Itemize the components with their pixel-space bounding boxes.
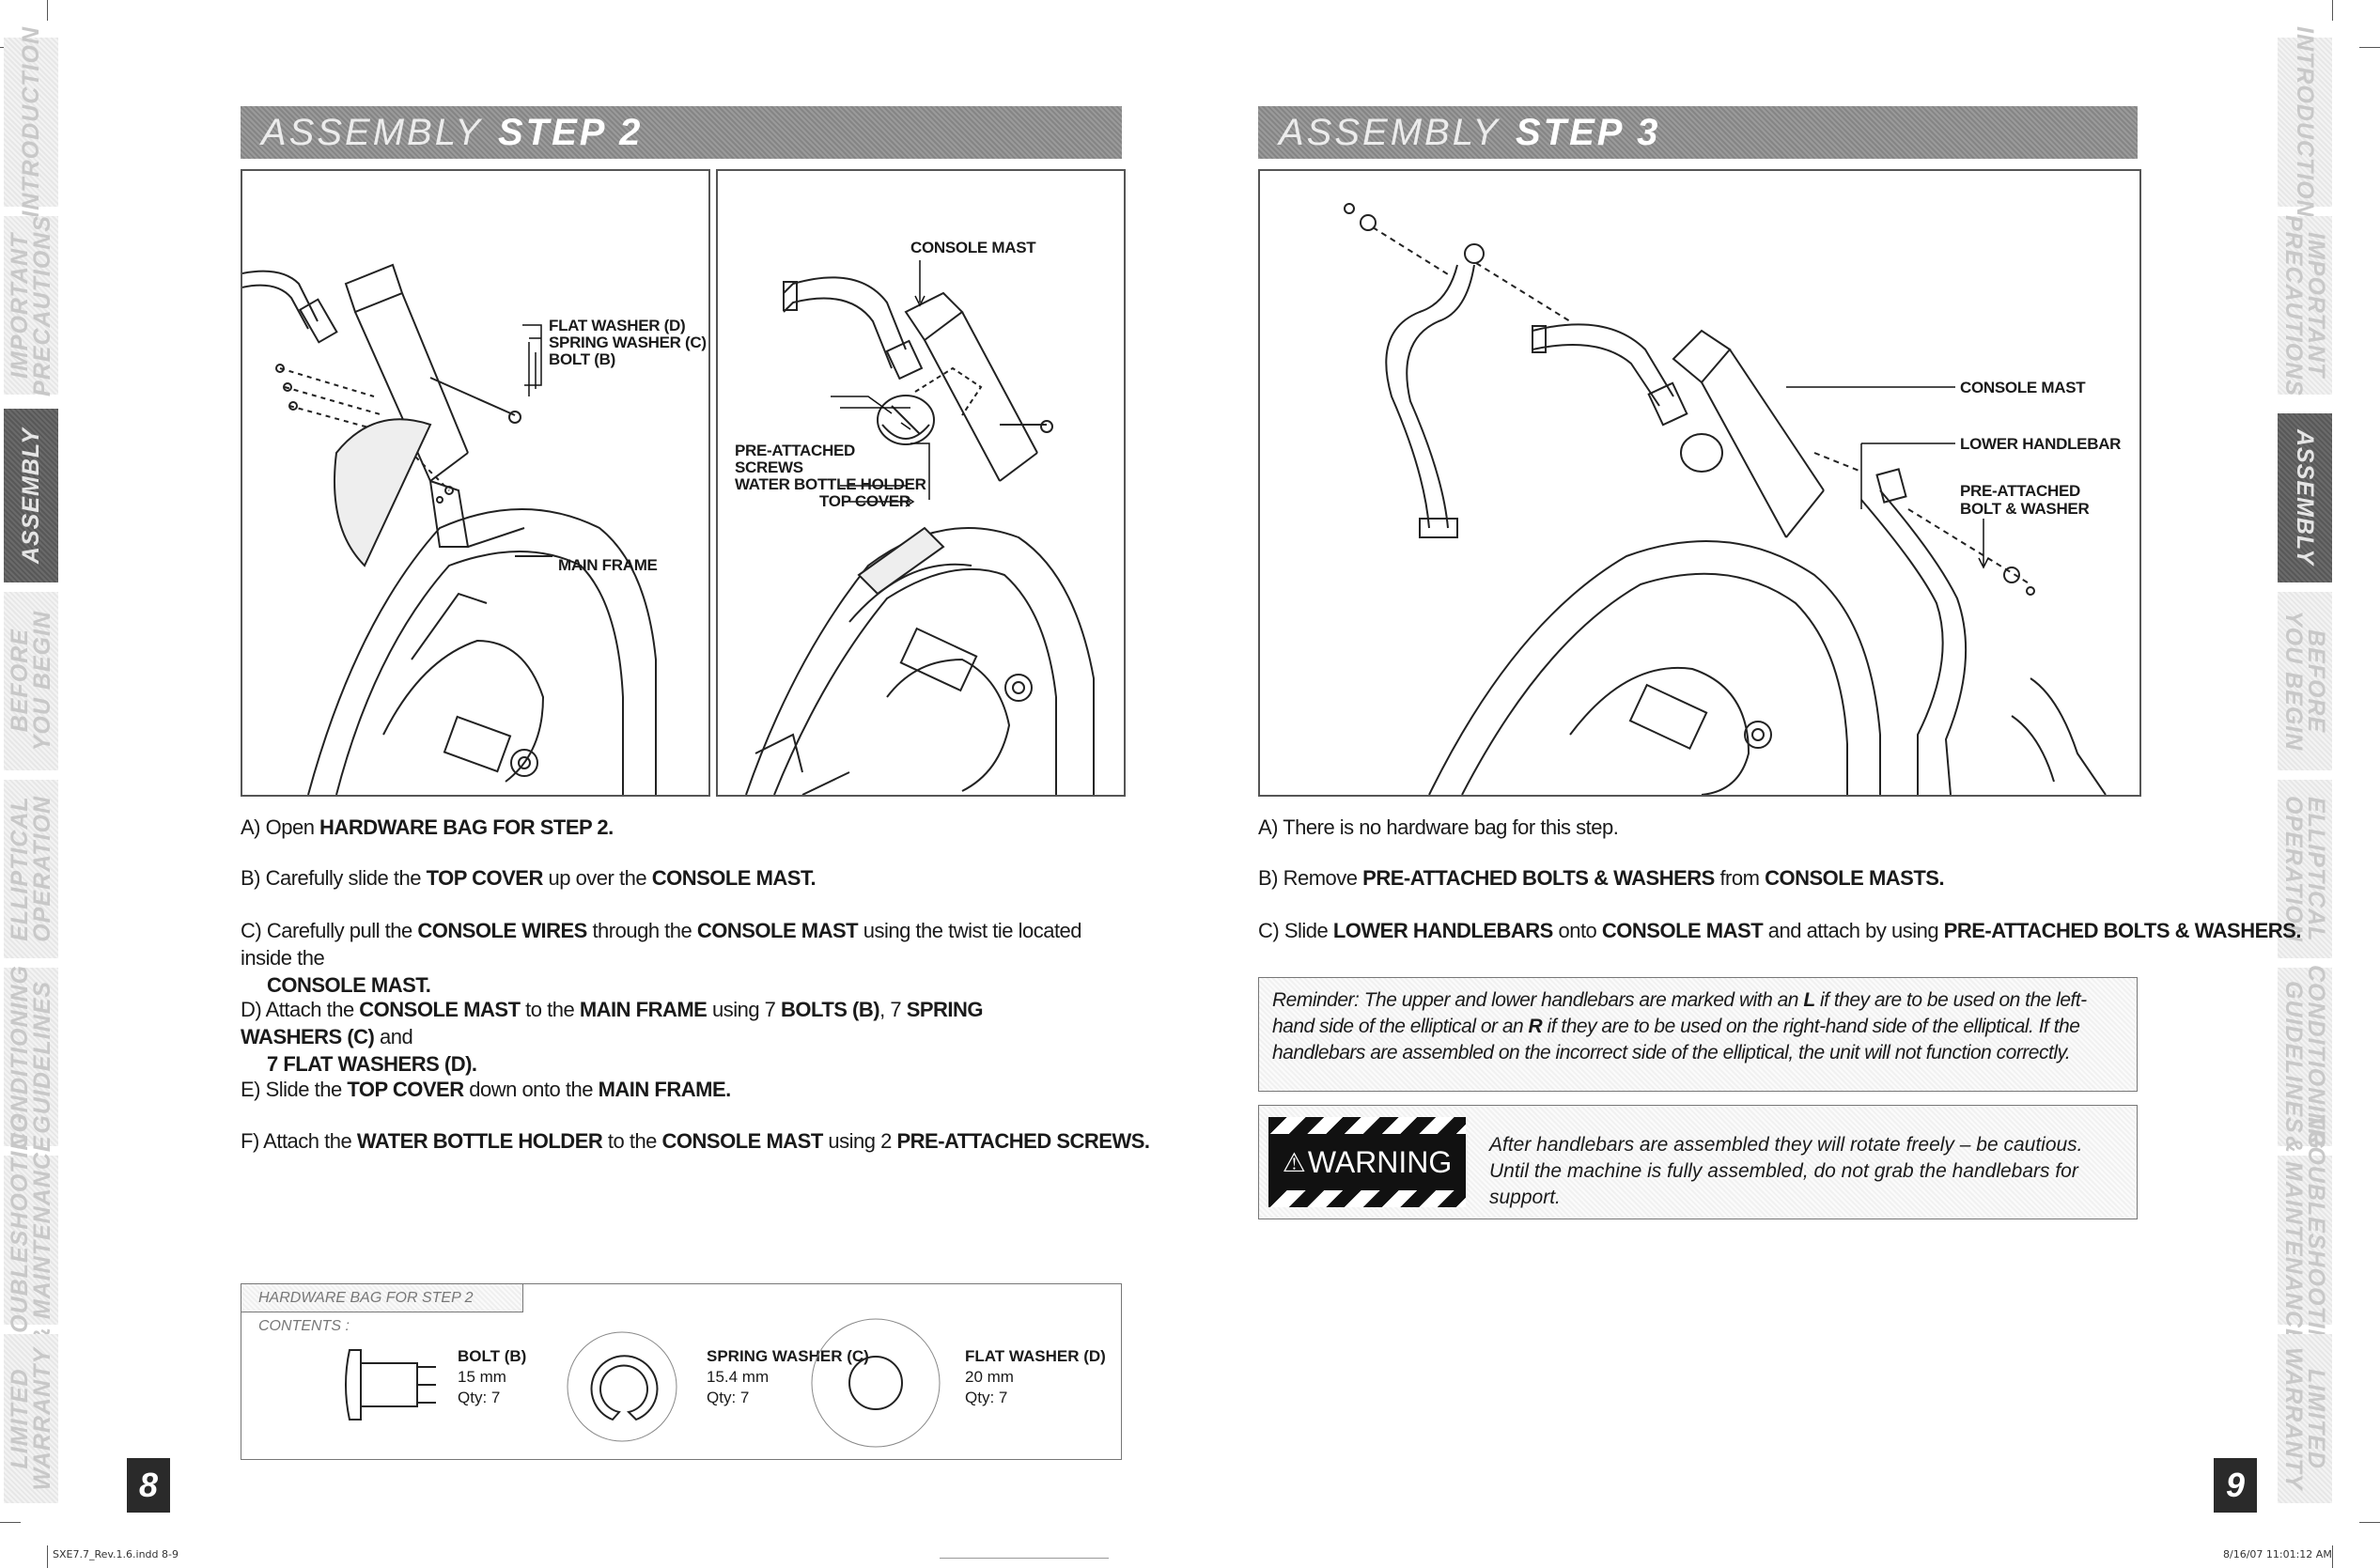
step3-instruction-c: C) Slide LOWER HANDLEBARS onto CONSOLE M… <box>1258 919 2301 942</box>
side-tab-elliptical-operation[interactable]: ELLIPTICAL OPERATION <box>4 780 58 958</box>
label-lower-handlebar: LOWER HANDLEBAR <box>1960 435 2122 453</box>
hw-item-bolt: BOLT (B) 15 mm Qty: 7 <box>458 1347 527 1406</box>
step2-figure-left: FLAT WASHER (D) SPRING WASHER (C) BOLT (… <box>241 169 710 797</box>
label-pre-attached-step3: PRE-ATTACHED <box>1960 482 2080 500</box>
warning-text: After handlebars are assembled they will… <box>1489 1134 2083 1208</box>
label-flat-washer: FLAT WASHER (D) <box>549 317 686 334</box>
step3-figure: CONSOLE MAST LOWER HANDLEBAR PRE-ATTACHE… <box>1258 169 2141 797</box>
step2-instruction-b: B) Carefully slide the TOP COVER up over… <box>241 866 817 890</box>
label-bolt-washer: BOLT & WASHER <box>1960 500 2090 518</box>
step3-instruction-a: A) There is no hardware bag for this ste… <box>1258 815 1619 839</box>
label-screws: SCREWS <box>735 458 803 476</box>
side-tab-limited-warranty[interactable]: LIMITED WARRANTY <box>4 1334 58 1503</box>
warning-triangle-icon: ⚠ <box>1282 1147 1306 1177</box>
side-tab-conditioning-guidelines[interactable]: CONDITIONING GUIDELINES <box>2278 965 2332 1149</box>
footer-file: SXE7.7_Rev.1.6.indd 8-9 <box>53 1548 179 1560</box>
side-tab-elliptical-operation[interactable]: ELLIPTICAL OPERATION <box>2278 780 2332 958</box>
step2-instruction-d: D) Attach the CONSOLE MAST to the MAIN F… <box>241 998 984 1076</box>
side-tab-important-precautions[interactable]: IMPORTANT PRECAUTIONS <box>4 215 58 396</box>
label-pre-attached: PRE-ATTACHED <box>735 442 855 459</box>
label-water-bottle-holder: WATER BOTTLE HOLDER <box>735 475 926 493</box>
lower-handlebar-illustration <box>1344 203 2107 795</box>
step2-instruction-e: E) Slide the TOP COVER down onto the MAI… <box>241 1078 731 1101</box>
step3-instruction-b: B) Remove PRE-ATTACHED BOLTS & WASHERS f… <box>1258 866 1945 890</box>
step3-header: ASSEMBLY STEP 3 <box>1258 106 2138 159</box>
step2-instruction-f: F) Attach the WATER BOTTLE HOLDER to the… <box>241 1129 1150 1153</box>
side-tab-before-you-begin[interactable]: BEFORE YOU BEGIN <box>4 592 58 770</box>
step2-instruction-c: C) Carefully pull the CONSOLE WIRES thro… <box>241 919 1082 997</box>
side-tab-assembly[interactable]: ASSEMBLY <box>4 409 58 582</box>
hw-item-spring-washer: SPRING WASHER (C) 15.4 mm Qty: 7 <box>707 1347 869 1406</box>
step2-instruction-a: A) Open HARDWARE BAG FOR STEP 2. <box>241 815 614 839</box>
side-tab-troubleshooting[interactable]: TROUBLESHOOTING & MAINTENANCE <box>2278 1113 2332 1367</box>
hardware-bag-box: HARDWARE BAG FOR STEP 2 CONTENTS : BOLT … <box>241 1283 1122 1460</box>
label-spring-washer: SPRING WASHER (C) <box>549 334 707 351</box>
bolt-icon <box>345 1349 436 1421</box>
page-number-right: 9 <box>2214 1458 2257 1513</box>
label-main-frame: MAIN FRAME <box>558 556 658 574</box>
warning-box: ⚠WARNING After handlebars are assembled … <box>1258 1105 2138 1219</box>
page-number-left: 8 <box>127 1458 170 1513</box>
side-tab-troubleshooting[interactable]: TROUBLESHOOTING & MAINTENANCE <box>4 1113 58 1367</box>
warning-badge: ⚠WARNING <box>1268 1117 1466 1207</box>
side-tab-limited-warranty[interactable]: LIMITED WARRANTY <box>2278 1334 2332 1503</box>
label-top-cover: TOP COVER <box>819 492 910 510</box>
spring-washer-icon <box>567 1331 677 1442</box>
elliptical-frame-illustration <box>242 263 657 795</box>
step2-figure-right: CONSOLE MAST PRE-ATTACHED SCREWS WATER B… <box>716 169 1126 797</box>
footer-timestamp: 8/16/07 11:01:12 AM <box>2223 1548 2332 1560</box>
hw-item-flat-washer: FLAT WASHER (D) 20 mm Qty: 7 <box>965 1347 1106 1406</box>
side-tab-introduction[interactable]: INTRODUCTION <box>4 26 58 218</box>
label-console-mast: CONSOLE MAST <box>910 239 1036 256</box>
flat-washer-icon <box>811 1318 941 1448</box>
label-bolt: BOLT (B) <box>549 350 615 368</box>
reminder-box: Reminder: The upper and lower handlebars… <box>1258 977 2138 1092</box>
side-tab-conditioning-guidelines[interactable]: CONDITIONING GUIDELINES <box>4 965 58 1149</box>
hardware-bag-title: HARDWARE BAG FOR STEP 2 CONTENTS : <box>241 1284 523 1334</box>
side-tab-assembly[interactable]: ASSEMBLY <box>2278 413 2332 582</box>
side-tab-introduction[interactable]: INTRODUCTION <box>2278 26 2332 218</box>
console-mast-illustration <box>745 260 1095 795</box>
step2-header: ASSEMBLY STEP 2 <box>241 106 1122 159</box>
side-tab-important-precautions[interactable]: IMPORTANT PRECAUTIONS <box>2278 215 2332 396</box>
side-tab-before-you-begin[interactable]: BEFORE YOU BEGIN <box>2278 592 2332 770</box>
label-console-mast-step3: CONSOLE MAST <box>1960 379 2086 396</box>
